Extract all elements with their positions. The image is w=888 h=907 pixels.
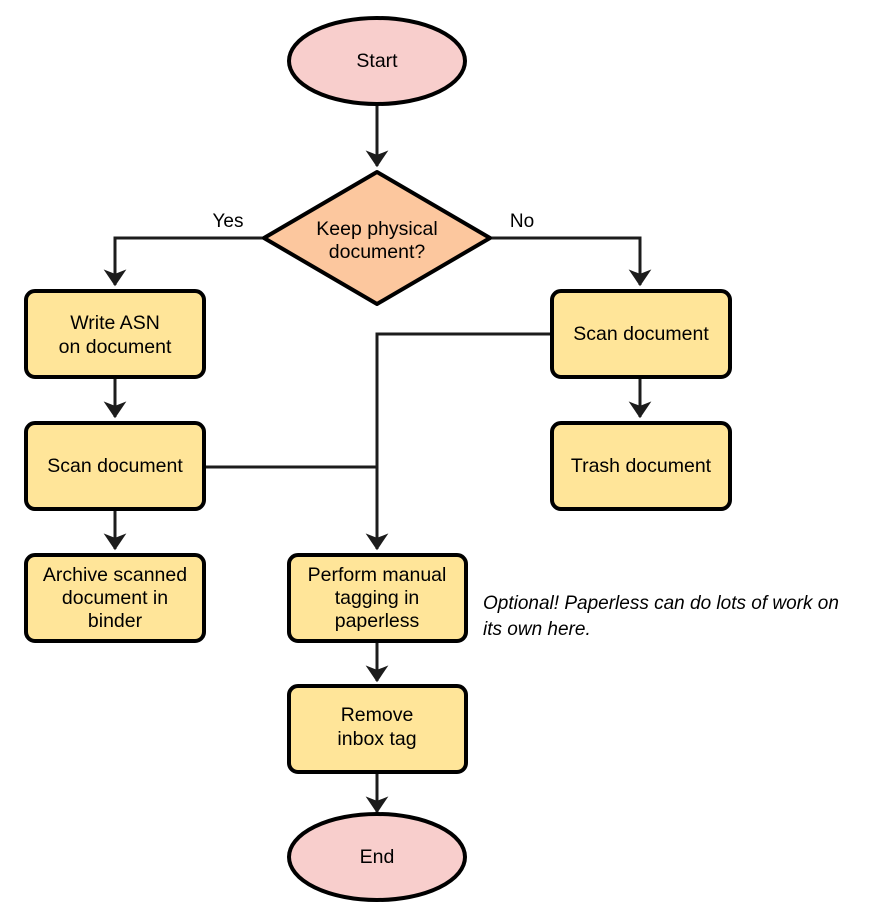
remove-inbox-box-shape bbox=[287, 684, 468, 774]
node-scan-document-left[interactable]: Scan document bbox=[24, 421, 206, 511]
node-scan-document-right[interactable]: Scan document bbox=[550, 289, 732, 379]
tagging-label-line1: Perform manual bbox=[308, 564, 447, 586]
optional-note-line1: Optional! Paperless can do lots of work … bbox=[483, 593, 839, 614]
edge-label-no: No bbox=[510, 211, 534, 232]
write-asn-label-line2: on document bbox=[59, 336, 172, 358]
start-ellipse-shape bbox=[287, 16, 467, 106]
trash-box-shape bbox=[550, 421, 732, 511]
remove-inbox-label-line1: Remove bbox=[341, 704, 414, 726]
tagging-label-line2: tagging in bbox=[335, 587, 420, 609]
node-end[interactable]: End bbox=[287, 812, 467, 902]
edge-scan-right-to-tagging bbox=[365, 332, 552, 551]
decision-label-line2: document? bbox=[329, 241, 426, 263]
archive-label-line2: document in bbox=[62, 587, 168, 609]
decision-label-line1: Keep physical bbox=[316, 218, 437, 240]
node-perform-manual-tagging-in-paperless[interactable]: Perform manual tagging in paperless bbox=[287, 553, 468, 643]
scan-right-label: Scan document bbox=[573, 323, 709, 345]
end-label: End bbox=[360, 846, 395, 868]
annotation-optional-note: Optional! Paperless can do lots of work … bbox=[483, 593, 839, 640]
node-write-asn-on-document[interactable]: Write ASN on document bbox=[24, 289, 206, 379]
node-remove-inbox-tag[interactable]: Remove inbox tag bbox=[287, 684, 468, 774]
tagging-box-shape bbox=[287, 553, 468, 643]
archive-label-line3: binder bbox=[88, 610, 143, 632]
archive-box-shape bbox=[24, 553, 206, 643]
decision-diamond-shape bbox=[262, 170, 492, 306]
optional-note-line2: its own here. bbox=[483, 619, 591, 640]
start-label: Start bbox=[356, 50, 398, 72]
node-trash-document[interactable]: Trash document bbox=[550, 421, 732, 511]
end-ellipse-shape bbox=[287, 812, 467, 902]
remove-inbox-label-line2: inbox tag bbox=[337, 728, 416, 750]
node-start[interactable]: Start bbox=[287, 16, 467, 106]
edge-label-yes: Yes bbox=[213, 211, 244, 232]
scan-right-box-shape bbox=[550, 289, 732, 379]
scan-left-box-shape bbox=[24, 421, 206, 511]
write-asn-box-shape bbox=[24, 289, 206, 379]
node-decision-keep-physical-document[interactable]: Keep physical document? bbox=[262, 170, 492, 306]
node-archive-scanned-document-in-binder[interactable]: Archive scanned document in binder bbox=[24, 553, 206, 643]
trash-label: Trash document bbox=[571, 455, 712, 477]
edge-decision-yes-to-write-asn bbox=[103, 236, 264, 287]
write-asn-label-line1: Write ASN bbox=[70, 312, 160, 334]
edge-decision-no-to-scan-right bbox=[490, 236, 652, 287]
archive-label-line1: Archive scanned bbox=[43, 564, 187, 586]
scan-left-label: Scan document bbox=[47, 455, 183, 477]
tagging-label-line3: paperless bbox=[335, 610, 420, 632]
